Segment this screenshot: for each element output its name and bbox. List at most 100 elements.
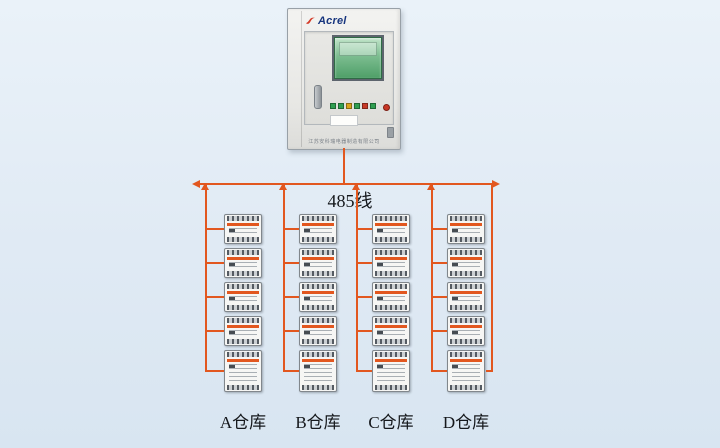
terminal-strip-bottom — [302, 339, 334, 344]
device-face-markings — [229, 330, 257, 337]
power-meter-device — [299, 214, 337, 244]
device-accent-band — [227, 257, 259, 260]
warehouse-label: D仓库 — [442, 413, 490, 432]
terminal-strip-top — [302, 352, 334, 357]
bus-drop-line — [205, 184, 207, 372]
bus-stub-line — [357, 330, 372, 332]
bus-stub-line — [486, 370, 492, 372]
device-accent-band — [375, 257, 407, 260]
terminal-strip-top — [375, 216, 407, 221]
device-face-markings — [452, 364, 480, 383]
panel-button — [362, 103, 368, 109]
terminal-strip-bottom — [227, 305, 259, 310]
terminal-strip-bottom — [450, 305, 482, 310]
power-meter-device — [447, 248, 485, 278]
bus-stub-line — [432, 370, 447, 372]
terminal-strip-top — [450, 284, 482, 289]
bus-stub-line — [432, 296, 447, 298]
power-meter-device — [447, 350, 485, 392]
power-meter-device — [299, 282, 337, 312]
terminal-strip-bottom — [375, 385, 407, 390]
panel-button-row — [330, 103, 376, 109]
power-meter-device — [372, 350, 410, 392]
cabinet-door-seam — [301, 11, 302, 147]
terminal-strip-top — [450, 216, 482, 221]
terminal-strip-bottom — [227, 237, 259, 242]
device-face-markings — [229, 296, 257, 303]
terminal-strip-top — [450, 352, 482, 357]
terminal-strip-bottom — [450, 271, 482, 276]
power-meter-device — [224, 248, 262, 278]
bus-stub-line — [284, 370, 299, 372]
power-meter-device — [447, 282, 485, 312]
power-meter-device — [224, 350, 262, 392]
device-accent-band — [302, 223, 334, 226]
terminal-strip-bottom — [227, 385, 259, 390]
terminal-strip-top — [227, 250, 259, 255]
cabinet-footer-text: 江苏安科瑞电器制造有限公司 — [308, 139, 380, 145]
bus-junction-arrow-icon — [352, 183, 360, 190]
bus-stub-line — [432, 228, 447, 230]
door-lock — [387, 127, 394, 138]
power-meter-device — [372, 248, 410, 278]
panel-button — [354, 103, 360, 109]
cabinet-label-sticker — [330, 115, 358, 126]
bus-stub-line — [284, 262, 299, 264]
lcd-screen-readout — [339, 42, 377, 56]
bus-stub-line — [432, 330, 447, 332]
power-meter-device — [224, 282, 262, 312]
bus-drop-line — [431, 184, 433, 372]
bus-arrow-right-icon — [492, 180, 500, 188]
terminal-strip-top — [450, 318, 482, 323]
device-face-markings — [452, 330, 480, 337]
bus-stub-line — [206, 228, 224, 230]
device-face-markings — [377, 296, 405, 303]
device-accent-band — [227, 359, 259, 362]
device-accent-band — [302, 257, 334, 260]
device-face-markings — [229, 228, 257, 235]
bus-stub-line — [284, 228, 299, 230]
device-face-markings — [377, 364, 405, 383]
bus-label: 485线 — [327, 191, 373, 211]
device-accent-band — [450, 291, 482, 294]
terminal-strip-bottom — [375, 271, 407, 276]
device-face-markings — [229, 262, 257, 269]
device-accent-band — [450, 325, 482, 328]
bus-stub-line — [357, 262, 372, 264]
terminal-strip-top — [227, 318, 259, 323]
device-face-markings — [452, 262, 480, 269]
warehouse-label: C仓库 — [368, 413, 414, 432]
terminal-strip-top — [450, 250, 482, 255]
device-face-markings — [452, 228, 480, 235]
terminal-strip-bottom — [450, 339, 482, 344]
device-accent-band — [302, 291, 334, 294]
warehouse-label: A仓库 — [219, 413, 267, 432]
panel-button — [370, 103, 376, 109]
power-meter-device — [447, 316, 485, 346]
warehouse-label: B仓库 — [295, 413, 341, 432]
device-accent-band — [450, 223, 482, 226]
rs485-bus-line — [200, 183, 492, 185]
device-accent-band — [450, 257, 482, 260]
power-meter-device — [299, 350, 337, 392]
bus-junction-arrow-icon — [279, 183, 287, 190]
cabinet-bus-drop — [343, 148, 345, 184]
device-accent-band — [375, 325, 407, 328]
device-face-markings — [304, 228, 332, 235]
terminal-strip-bottom — [375, 339, 407, 344]
acrel-leaf-icon — [306, 17, 315, 24]
device-accent-band — [227, 291, 259, 294]
terminal-strip-top — [375, 318, 407, 323]
door-handle — [314, 85, 322, 109]
device-face-markings — [377, 228, 405, 235]
bus-junction-arrow-icon — [201, 183, 209, 190]
status-led — [383, 104, 390, 111]
power-meter-device — [447, 214, 485, 244]
device-accent-band — [227, 325, 259, 328]
terminal-strip-top — [375, 284, 407, 289]
terminal-strip-bottom — [375, 305, 407, 310]
bus-drop-line-right — [491, 184, 493, 372]
panel-button — [338, 103, 344, 109]
device-face-markings — [377, 262, 405, 269]
device-face-markings — [304, 296, 332, 303]
